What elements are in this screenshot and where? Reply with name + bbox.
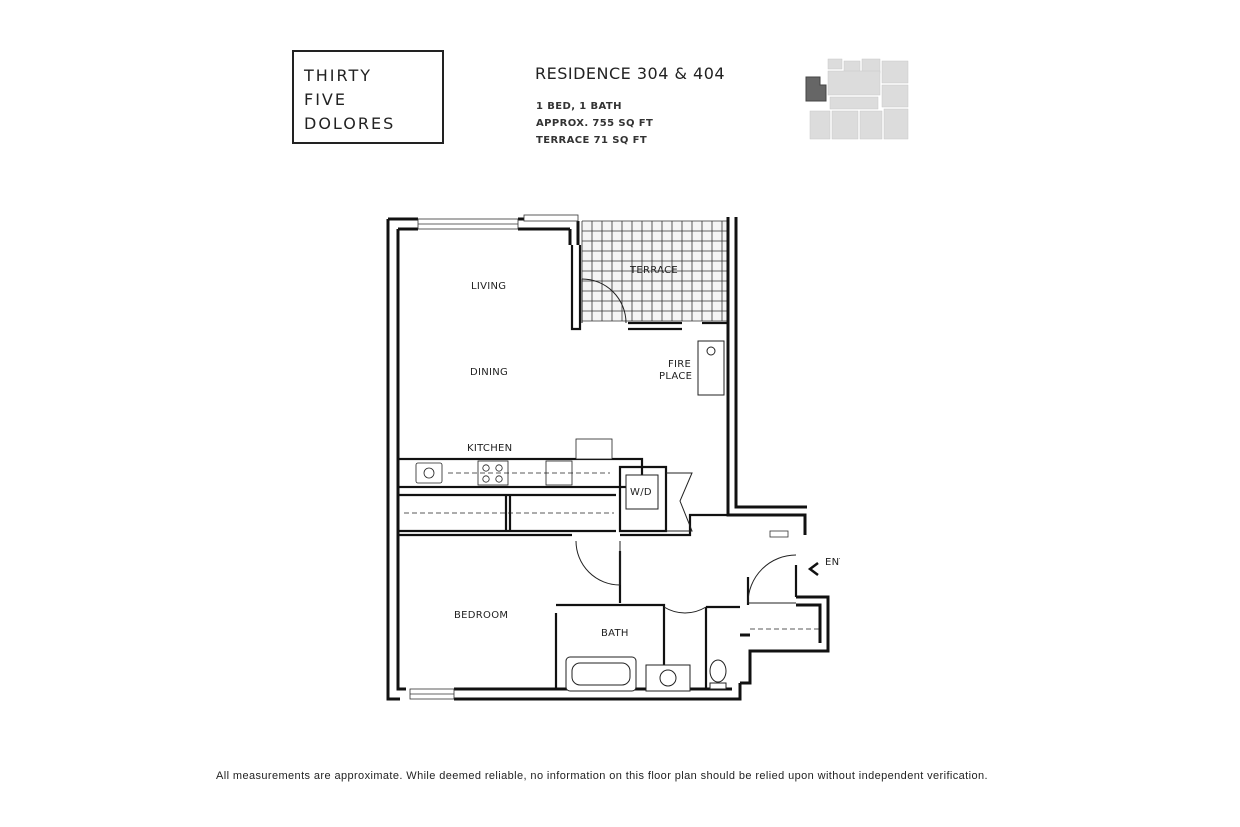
- label-fireplace-line-2: PLACE: [659, 371, 692, 382]
- label-dining: DINING: [470, 367, 508, 378]
- washer-dryer-icon: [625, 474, 659, 510]
- floor-plan: LIVING DINING KITCHEN TERRACE FIRE PLACE…: [386, 214, 840, 701]
- label-terrace: TERRACE: [629, 265, 678, 276]
- entry-arrow-icon: [807, 562, 819, 576]
- highlighted-unit: [805, 76, 827, 102]
- doors: [575, 278, 797, 614]
- disclaimer-text: All measurements are approximate. While …: [216, 770, 988, 782]
- label-bedroom: BEDROOM: [454, 610, 508, 621]
- terrace-area: [581, 220, 728, 322]
- residence-beds-baths: 1 BED, 1 BATH: [536, 101, 622, 112]
- building-key-plan-icon: [805, 58, 909, 140]
- label-kitchen: KITCHEN: [467, 443, 512, 454]
- toilet-icon: [709, 659, 727, 683]
- residence-area: APPROX. 755 SQ FT: [536, 118, 654, 129]
- label-bath: BATH: [601, 628, 629, 639]
- label-entry: ENTRY: [825, 557, 840, 568]
- residence-terrace-area: TERRACE 71 SQ FT: [536, 135, 648, 146]
- label-living: LIVING: [471, 281, 506, 292]
- bath-fixtures: [565, 656, 727, 692]
- kitchen-fixtures: [404, 438, 614, 514]
- residence-title: RESIDENCE 304 & 404: [535, 64, 726, 83]
- fireplace-icon: [697, 340, 725, 396]
- brand-logo: THIRTY FIVE DOLORES: [292, 50, 444, 144]
- label-wd: W/D: [630, 487, 652, 498]
- refrigerator-icon: [575, 438, 613, 460]
- windows: [409, 214, 789, 700]
- logo-line-2: FIVE: [304, 90, 347, 109]
- logo-line-3: DOLORES: [304, 114, 396, 133]
- label-fireplace-line-1: FIRE: [668, 359, 691, 370]
- logo-line-1: THIRTY: [304, 66, 373, 85]
